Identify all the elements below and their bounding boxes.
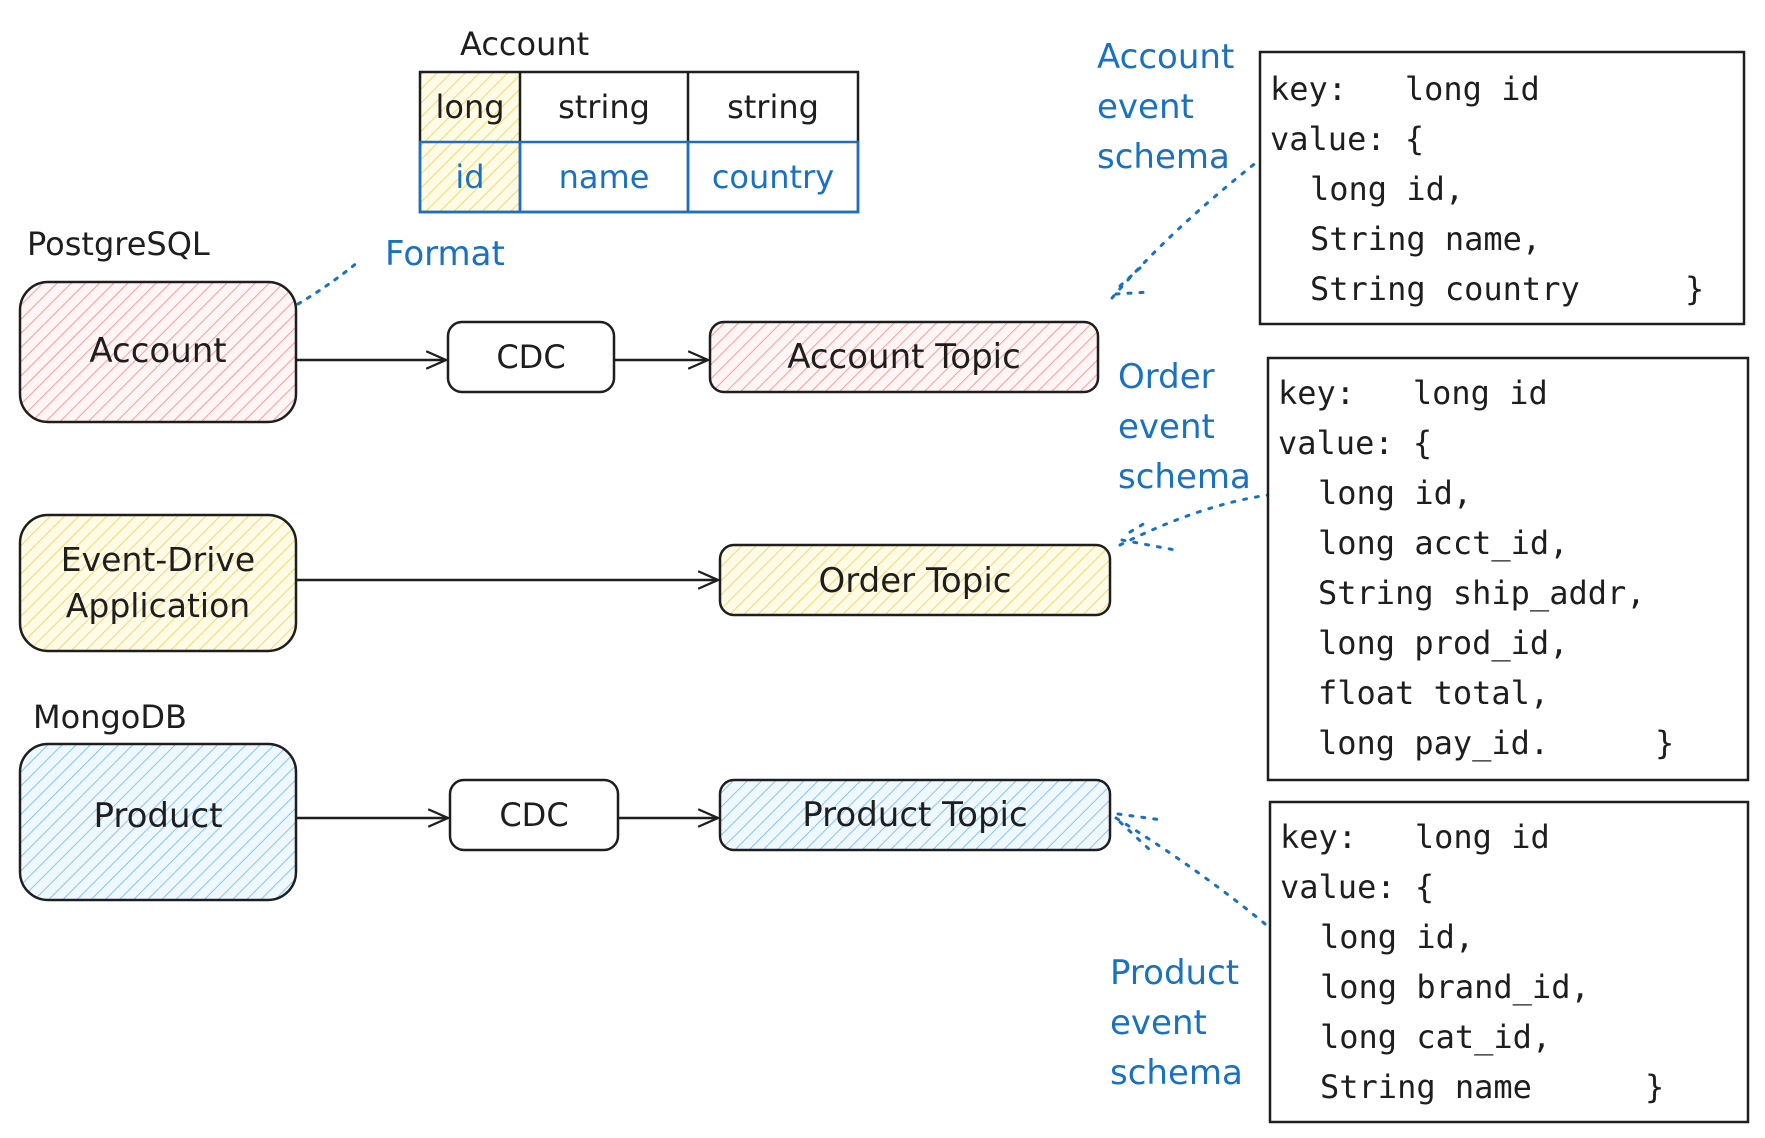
order-topic-label: Order Topic [819,561,1012,601]
account-schema-key: key: long id [1270,70,1540,108]
product-schema-field: long brand_id, [1320,968,1590,1006]
account-table-title: Account [460,25,589,63]
account-schema-label-2: event [1097,87,1194,127]
product-schema-connector [1114,816,1272,930]
account-schema-box [1258,50,1746,326]
format-label: Format [385,234,505,274]
order-schema-field: long id, [1318,474,1472,512]
account-schema-field: long id, [1310,170,1464,208]
format-connector [296,260,360,306]
order-schema-key: key: long id [1278,374,1548,412]
order-schema-value: value: { [1278,424,1432,462]
order-schema-field: long acct_id, [1318,524,1568,562]
account-schema-field: String name, [1310,220,1541,258]
column-country: country [712,158,834,196]
order-schema-field: String ship_addr, [1318,574,1646,612]
mongodb-label: MongoDB [33,698,187,736]
product-cdc-box [448,778,620,852]
column-id: id [455,158,484,196]
product-cdc-label: CDC [499,796,568,834]
product-source-label: Product [93,796,222,836]
order-schema-field: long pay_id. [1318,724,1549,762]
type-cell-string-country: string [727,88,819,126]
product-source-box [18,742,298,902]
event-app-box [18,513,298,653]
account-source-box [18,280,298,424]
order-schema-label-2: event [1118,407,1215,447]
product-schema-label-3: schema [1110,1053,1243,1093]
postgresql-label: PostgreSQL [27,225,210,263]
account-schema-label-3: schema [1097,137,1230,177]
account-schema-connector [1110,156,1264,300]
order-schema-field: long prod_id, [1318,624,1568,662]
event-app-label-line2: Application [66,586,250,625]
type-cell-long: long [435,88,504,126]
account-source-label: Account [89,331,226,371]
order-topic-box [718,543,1112,617]
product-schema-close-brace: } [1645,1068,1664,1106]
account-schema-value: value: { [1270,120,1424,158]
order-schema-connector-tail [1120,518,1177,552]
product-schema-label-2: event [1110,1003,1207,1043]
product-topic-label: Product Topic [802,795,1027,835]
order-schema-label-1: Order [1118,357,1215,397]
order-schema-box [1266,356,1750,782]
order-schema-label-3: schema [1118,457,1251,497]
product-topic-box [718,778,1112,852]
account-schema-connector-tail [1114,266,1152,296]
product-schema-connector-tail [1116,812,1164,852]
account-cdc-label: CDC [496,338,565,376]
order-schema-field: float total, [1318,674,1549,712]
account-schema-field: String country [1310,270,1580,308]
product-schema-field: String name [1320,1068,1532,1106]
type-cell-string-name: string [558,88,650,126]
product-schema-key: key: long id [1280,818,1550,856]
column-name: name [559,158,650,196]
account-topic-label: Account Topic [787,337,1021,377]
account-schema-label-1: Account [1097,37,1234,77]
account-cdc-box [446,320,616,394]
account-table [418,70,860,214]
product-schema-box [1268,800,1750,1124]
event-app-label-line1: Event-Drive [61,540,255,579]
product-schema-value: value: { [1280,868,1434,906]
order-schema-close-brace: } [1655,724,1674,762]
product-schema-field: long cat_id, [1320,1018,1551,1056]
product-schema-field: long id, [1320,918,1474,956]
account-schema-close-brace: } [1685,270,1704,308]
order-schema-connector [1118,493,1270,547]
product-schema-label-1: Product [1110,953,1239,993]
account-topic-box [708,320,1100,394]
